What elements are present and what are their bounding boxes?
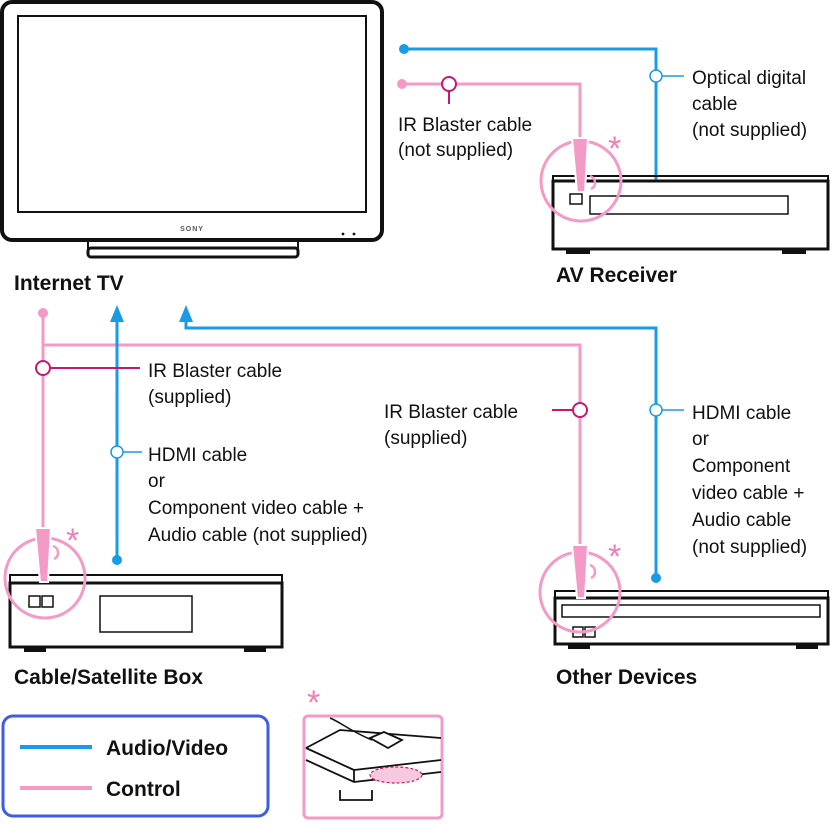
optical-marker	[649, 69, 663, 83]
tv-screen	[17, 15, 367, 213]
note-asterisk: *	[608, 538, 621, 576]
cablebox-button	[41, 595, 54, 608]
other-devices: Other Devices	[553, 590, 830, 689]
legend-label-audio-video: Audio/Video	[106, 737, 228, 760]
tv-indicator	[352, 232, 356, 236]
ir-cable-markers	[35, 76, 588, 418]
inset-blaster-head-icon	[367, 731, 404, 750]
av-receiver-title: AV Receiver	[556, 264, 677, 287]
cablebox-foot	[244, 647, 266, 652]
inset-blaster-cord	[329, 717, 373, 741]
tv-indicator	[341, 232, 345, 236]
other-foot	[796, 644, 818, 649]
inset-device-side-edge	[353, 759, 442, 771]
arrow-up-icon	[110, 305, 124, 322]
ir-blaster-cablebox: *	[3, 522, 87, 620]
legend-box	[1, 714, 270, 818]
ir-blaster-other: *	[538, 538, 622, 634]
av-endpoint-tv	[399, 44, 409, 54]
av-line-other-to-tv	[184, 322, 658, 578]
hdmi-marker-other	[649, 403, 663, 417]
hdmi-marker-cablebox	[110, 445, 124, 459]
ir-placement-inset: *	[302, 684, 444, 820]
other-top	[554, 590, 829, 598]
control-lines	[41, 82, 582, 545]
legend-label-control: Control	[106, 778, 181, 801]
other-devices-title: Other Devices	[556, 666, 697, 689]
control-endpoint-tv	[38, 308, 48, 318]
ir-blaster-av: *	[539, 130, 623, 223]
av-receiver: AV Receiver	[551, 175, 830, 287]
cable-satellite-box: Cable/Satellite Box	[8, 574, 284, 689]
inset-device-foot	[339, 790, 373, 801]
av-cable-markers	[110, 69, 684, 459]
receiver-display	[589, 195, 789, 215]
label-ir-cablebox: IR Blaster cable (supplied)	[148, 361, 287, 408]
receiver-foot	[782, 249, 806, 254]
note-asterisk: *	[608, 130, 621, 168]
cablebox-button	[28, 595, 41, 608]
ir-blaster-emitter-icon	[570, 137, 590, 193]
inset-device-front-edge	[305, 747, 355, 771]
av-endpoint-other	[651, 573, 661, 583]
ir-marker-av	[441, 76, 457, 92]
legend: Audio/Video Control	[1, 714, 270, 818]
label-optical: Optical digital cable (not supplied)	[692, 68, 811, 141]
label-ir-other: IR Blaster cable (supplied)	[384, 402, 523, 449]
receiver-body	[551, 179, 830, 251]
label-hdmi-other: HDMI cable or Component video cable + Au…	[692, 403, 810, 558]
receiver-foot	[566, 249, 590, 254]
other-foot	[568, 644, 590, 649]
av-line-tv-to-receiver	[404, 47, 658, 180]
arrow-up-icon	[179, 305, 193, 322]
control-endpoint-tv-av	[397, 79, 407, 89]
label-hdmi-cablebox: HDMI cable or Component video cable + Au…	[148, 445, 369, 546]
inset-device-top-edge	[305, 729, 442, 749]
ir-signal-icon	[52, 544, 60, 561]
av-lines	[115, 47, 658, 578]
label-ir-av: IR Blaster cable (not supplied)	[398, 115, 537, 161]
inset-ir-sensor-area	[369, 766, 423, 784]
note-asterisk: *	[66, 522, 79, 560]
inset-asterisk: *	[307, 684, 320, 722]
internet-tv: SONY Internet TV	[0, 0, 384, 295]
ir-signal-icon	[589, 563, 597, 580]
cablebox-foot	[24, 647, 46, 652]
ir-marker-other	[572, 402, 588, 418]
cable-box-title: Cable/Satellite Box	[14, 666, 203, 689]
receiver-button	[569, 193, 583, 205]
ir-signal-icon	[589, 174, 597, 191]
tv-stand-base	[86, 246, 300, 259]
ir-blaster-emitter-icon	[570, 544, 590, 599]
cablebox-top	[9, 574, 283, 583]
receiver-top	[552, 175, 829, 181]
control-line-tv-to-av	[402, 82, 582, 140]
control-line-tv-to-other	[43, 343, 582, 545]
control-line-dots	[38, 79, 407, 318]
tv-brand-logo: SONY	[180, 226, 204, 233]
other-tray	[561, 604, 821, 618]
av-endpoint-cablebox	[112, 555, 122, 565]
ir-marker-cablebox	[35, 360, 51, 376]
tv-title: Internet TV	[14, 272, 124, 295]
cablebox-display	[99, 595, 193, 633]
ir-blaster-emitter-icon	[33, 527, 53, 583]
